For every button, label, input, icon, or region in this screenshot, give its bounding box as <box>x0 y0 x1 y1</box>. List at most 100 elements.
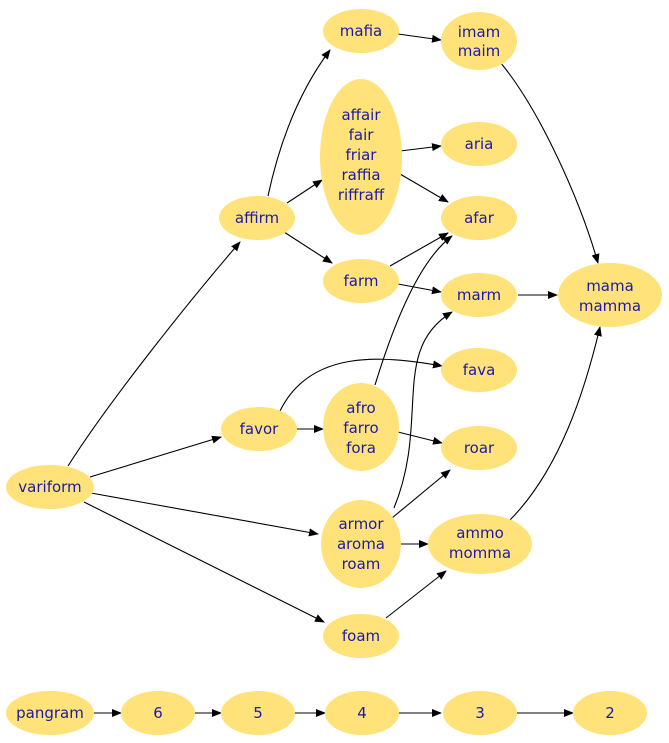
svg-text:favor: favor <box>240 420 280 438</box>
edge-armor-roar <box>391 469 451 519</box>
edge-affirm-farm <box>283 231 333 264</box>
node-4: 4 <box>325 691 399 735</box>
svg-text:3: 3 <box>475 704 485 722</box>
svg-text:imam: imam <box>458 23 501 41</box>
node-label: 3 <box>475 704 485 722</box>
node-label: favor <box>240 420 280 438</box>
edge-afro-afar <box>374 235 453 386</box>
svg-text:4: 4 <box>357 704 367 722</box>
node-affirm: affirm <box>219 196 295 240</box>
svg-text:fora: fora <box>346 439 376 457</box>
node-label: afar <box>464 209 495 227</box>
svg-text:afro: afro <box>346 399 376 417</box>
edge-affair-aria <box>399 143 442 152</box>
node-favor: favor <box>221 407 297 451</box>
node-label: 6 <box>153 704 163 722</box>
node-affair: affair fair friar raffia riffraff <box>320 79 402 235</box>
svg-text:6: 6 <box>153 704 163 722</box>
svg-text:momma: momma <box>449 544 511 562</box>
node-mafia: mafia <box>323 9 399 53</box>
svg-text:mamma: mamma <box>579 297 641 315</box>
node-label: variform <box>18 478 81 496</box>
svg-text:ammo: ammo <box>456 524 504 542</box>
edge-imam-mama <box>499 61 600 264</box>
edge-foam-ammo <box>385 570 447 619</box>
node-2: 2 <box>573 691 647 735</box>
node-farm: farm <box>323 259 399 303</box>
edge-variform-foam <box>83 501 325 623</box>
svg-text:roar: roar <box>464 439 495 457</box>
svg-text:roam: roam <box>342 555 381 573</box>
node-label: 2 <box>605 704 615 722</box>
svg-text:5: 5 <box>253 704 263 722</box>
svg-text:aria: aria <box>465 135 494 153</box>
node-label: marm <box>457 286 501 304</box>
svg-text:riffraff: riffraff <box>338 186 385 204</box>
svg-text:mama: mama <box>586 277 634 295</box>
node-label: aria <box>465 135 494 153</box>
node-6: 6 <box>121 691 195 735</box>
svg-text:foam: foam <box>342 627 380 645</box>
edge-variform-favor <box>89 435 222 478</box>
svg-text:friar: friar <box>346 146 378 164</box>
node-marm: marm <box>441 273 517 317</box>
edge-variform-armor <box>90 492 319 537</box>
node-label: ammo <box>456 524 504 542</box>
svg-text:fava: fava <box>463 361 496 379</box>
svg-text:raffia: raffia <box>341 166 380 184</box>
edge-mafia-imam <box>397 33 442 43</box>
node-label: imam <box>458 23 501 41</box>
node-label: mamma <box>579 297 641 315</box>
node-label: pangram <box>16 704 84 722</box>
node-afro: afro farro fora <box>323 383 399 471</box>
svg-text:afar: afar <box>464 209 495 227</box>
node-label: maim <box>458 42 501 60</box>
edge-variform-affirm <box>67 241 241 467</box>
node-mama: mama mamma <box>558 263 662 327</box>
svg-text:2: 2 <box>605 704 615 722</box>
node-label: momma <box>449 544 511 562</box>
svg-text:farm: farm <box>344 272 379 290</box>
node-imam: imam maim <box>441 12 517 70</box>
svg-text:pangram: pangram <box>16 704 84 722</box>
node-label: affirm <box>235 209 279 227</box>
edge-favor-fava <box>279 358 443 412</box>
svg-text:fair: fair <box>349 126 375 144</box>
node-label: afro <box>346 399 376 417</box>
edge-farm-afar <box>389 232 449 267</box>
node-label: roar <box>464 439 495 457</box>
node-ammo: ammo momma <box>428 514 532 574</box>
edge-armor-marm <box>393 311 453 509</box>
node-label: roam <box>342 555 381 573</box>
node-fava: fava <box>441 348 517 392</box>
svg-text:mafia: mafia <box>340 22 382 40</box>
edge-affirm-mafia <box>267 49 331 197</box>
node-label: friar <box>346 146 378 164</box>
svg-text:maim: maim <box>458 42 501 60</box>
node-label: foam <box>342 627 380 645</box>
node-label: affair <box>341 106 381 124</box>
node-5: 5 <box>221 691 295 735</box>
node-afar: afar <box>441 196 517 240</box>
node-3: 3 <box>443 691 517 735</box>
node-label: fava <box>463 361 496 379</box>
node-label: mama <box>586 277 634 295</box>
node-label: mafia <box>340 22 382 40</box>
node-roar: roar <box>441 426 517 470</box>
svg-text:armor: armor <box>338 515 384 533</box>
node-armor: armor aroma roam <box>321 500 401 588</box>
node-label: fora <box>346 439 376 457</box>
node-foam: foam <box>323 614 399 658</box>
svg-text:variform: variform <box>18 478 81 496</box>
edge-ammo-mama <box>508 326 602 522</box>
svg-text:marm: marm <box>457 286 501 304</box>
node-aria: aria <box>441 122 517 166</box>
svg-text:affirm: affirm <box>235 209 279 227</box>
node-label: raffia <box>341 166 380 184</box>
node-label: 5 <box>253 704 263 722</box>
node-label: 4 <box>357 704 367 722</box>
edge-affair-afar <box>399 173 449 203</box>
node-label: fair <box>349 126 375 144</box>
edge-farm-marm <box>397 283 442 295</box>
